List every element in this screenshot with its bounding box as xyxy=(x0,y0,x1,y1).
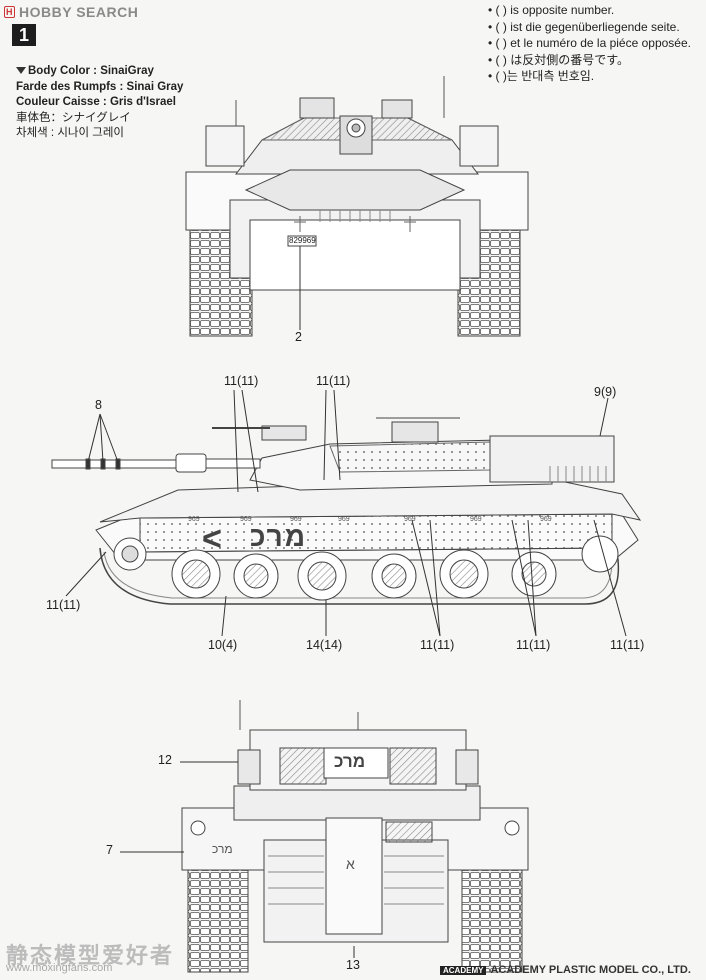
body-color-de: Farde des Rumpfs : Sinai Gray xyxy=(16,80,184,93)
callout-11-a: 11(11) xyxy=(224,374,259,388)
rear-hull-marking: מרכ xyxy=(212,842,233,856)
logo-badge: H xyxy=(4,6,15,18)
body-color-jp: 車体色：シナイグレイ xyxy=(16,111,131,124)
callout-10: 10(4) xyxy=(208,638,238,652)
body-color-kr: 차체색 : 시나이 그레이 xyxy=(16,127,124,139)
side-number-3: 969 xyxy=(290,516,302,523)
callout-13: 13 xyxy=(346,958,360,972)
watermark: 静态模型爱好者 xyxy=(6,943,175,968)
body-color-block: Body Color : SinaiGray Farde des Rumpfs … xyxy=(16,64,183,142)
side-number-4: 969 xyxy=(338,516,350,523)
callout-11-d: 11(11) xyxy=(420,638,455,652)
side-number-1: 969 xyxy=(188,516,200,523)
side-number-7: 969 xyxy=(540,516,552,523)
callout-14: 14(14) xyxy=(306,638,343,652)
callout-11-b: 11(11) xyxy=(316,374,351,388)
rear-view xyxy=(120,700,529,973)
site-logo[interactable]: H HOBBY SEARCH xyxy=(4,4,138,20)
logo-text: HOBBY SEARCH xyxy=(19,4,139,20)
side-number-5: 969 xyxy=(404,516,416,523)
callout-11-c: 11(11) xyxy=(46,598,81,612)
note-en: • ( ) is opposite number. xyxy=(488,3,615,17)
note-jp: • ( ) は反対側の番号です。 xyxy=(488,52,629,67)
watermark-url: www.moxingfans.com xyxy=(6,962,113,974)
brand-name: ACADEMY PLASTIC MODEL CO., LTD. xyxy=(490,964,691,976)
callout-9: 9(9) xyxy=(594,385,617,399)
note-kr: • ( )는 반대측 번호임. xyxy=(488,69,595,83)
step-number: 1 xyxy=(12,24,36,46)
front-view xyxy=(185,76,529,337)
side-number-6: 969 xyxy=(470,516,482,523)
rear-letter-marking: א xyxy=(346,856,355,872)
callout-7: 7 xyxy=(106,843,113,857)
callout-2: 2 xyxy=(295,330,302,344)
brand-box: ACADEMY xyxy=(440,966,487,975)
body-color-en: Body Color : SinaiGray xyxy=(28,65,154,77)
callout-11-e: 11(11) xyxy=(516,638,551,652)
note-fr: • ( ) et le numéro de la piéce opposée. xyxy=(488,36,691,50)
front-plate-number: 829969 xyxy=(289,236,316,245)
triangle-bullet-icon xyxy=(16,67,26,75)
callout-11-f: 11(11) xyxy=(610,638,645,652)
callout-12: 12 xyxy=(158,753,172,767)
callout-8: 8 xyxy=(95,398,102,412)
side-hebrew-marking: מרכ xyxy=(250,521,308,552)
side-view xyxy=(51,389,642,637)
body-color-fr: Couleur Caisse : Gris d'Israel xyxy=(16,96,176,108)
note-de: • ( ) ist die gegenüberliegende seite. xyxy=(488,19,680,34)
side-arrow-marking: < xyxy=(202,520,222,558)
opposite-number-notes: • ( ) is opposite number. • ( ) ist die … xyxy=(488,2,691,85)
side-number-2: 969 xyxy=(240,516,252,523)
rear-turret-marking: מרכ xyxy=(334,752,366,771)
